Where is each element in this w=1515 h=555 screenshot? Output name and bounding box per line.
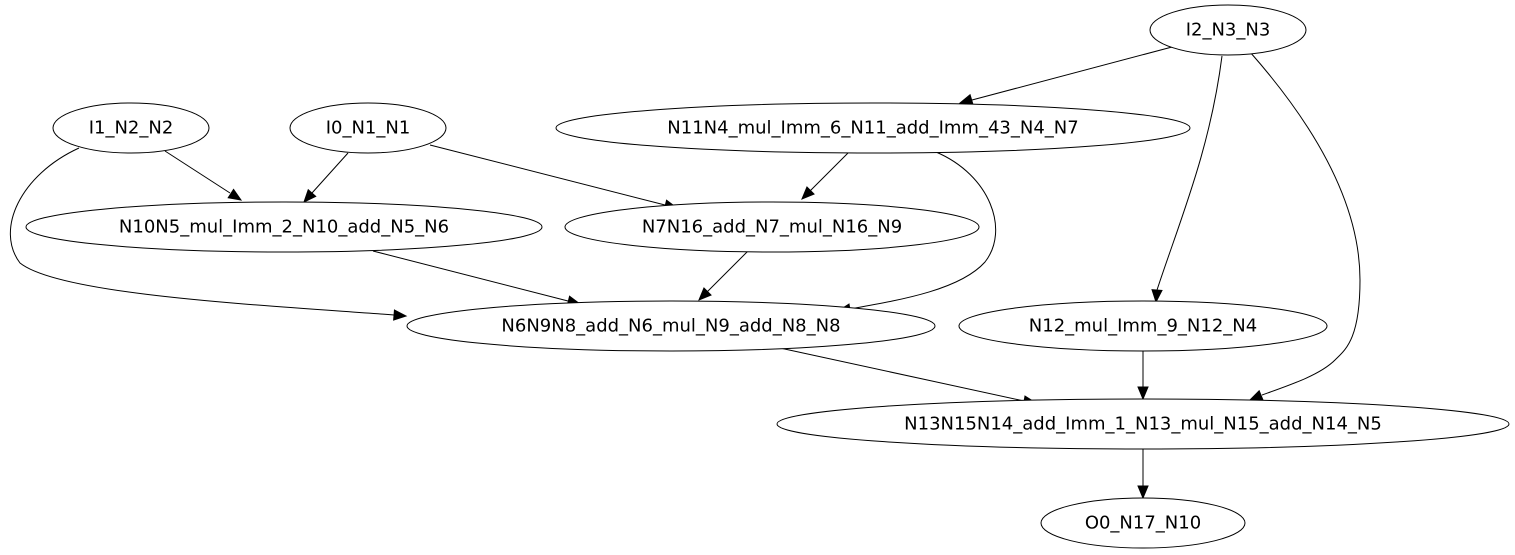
edge-i2-n3-n3-to-n11n4: [958, 46, 1173, 105]
edge-line: [1156, 55, 1223, 291]
node-label: N10N5_mul_Imm_2_N10_add_N5_N6: [119, 217, 449, 238]
edge-line: [164, 150, 231, 194]
node-shape: [289, 102, 447, 154]
node-label: O0_N17_N10: [1085, 513, 1201, 534]
edge-line: [429, 144, 666, 206]
arrowhead-icon: [698, 287, 712, 301]
edge-line: [9, 147, 395, 316]
node-shape: [52, 102, 210, 154]
node-label: N12_mul_Imm_9_N12_N4: [1029, 316, 1257, 337]
edge-i2-n3-n3-to-n12: [1151, 55, 1223, 304]
node-label: N7N16_add_N7_mul_N16_N9: [642, 217, 902, 238]
node-shape: [564, 201, 980, 253]
edge-i1-n2-n2-to-n10n5: [164, 150, 243, 201]
edge-i0-n1-n1-to-n7n16: [429, 144, 679, 211]
arrowhead-icon: [303, 188, 317, 203]
node-n12: N12_mul_Imm_9_N12_N4: [958, 300, 1328, 352]
node-n7n16: N7N16_add_N7_mul_N16_N9: [564, 201, 980, 253]
node-shape: [776, 398, 1510, 450]
node-shape: [958, 300, 1328, 352]
edge-n11n4-to-n7n16: [801, 152, 849, 200]
node-label: I0_N1_N1: [326, 118, 411, 139]
arrowhead-icon: [1137, 485, 1149, 500]
edge-line: [706, 250, 749, 293]
node-label: N13N15N14_add_Imm_1_N13_mul_N15_add_N14_…: [904, 414, 1382, 435]
arrowhead-icon: [1137, 386, 1149, 401]
node-shape: [1149, 4, 1307, 56]
node-label: N11N4_mul_Imm_6_N11_add_Imm_43_N4_N7: [667, 118, 1078, 139]
node-shape: [25, 201, 543, 253]
node-label: I2_N3_N3: [1186, 20, 1271, 41]
node-n11n4: N11N4_mul_Imm_6_N11_add_Imm_43_N4_N7: [555, 102, 1191, 154]
edges-layer: [9, 46, 1361, 500]
node-i2-n3-n3: I2_N3_N3: [1149, 4, 1307, 56]
node-n13n15n14: N13N15N14_add_Imm_1_N13_mul_N15_add_N14_…: [776, 398, 1510, 450]
edge-line: [809, 152, 849, 192]
edge-line: [1249, 51, 1361, 396]
edge-line: [849, 151, 997, 310]
edge-n7n16-to-n6n9n8: [698, 250, 749, 301]
arrowhead-icon: [227, 188, 243, 201]
node-i1-n2-n2: I1_N2_N2: [52, 102, 210, 154]
edge-i1-n2-n2-to-n6n9n8: [9, 147, 408, 321]
node-label: N6N9N8_add_N6_mul_N9_add_N8_N8: [501, 316, 840, 337]
edge-n12-to-n13n15n14: [1137, 351, 1149, 401]
node-shape: [406, 300, 936, 352]
edge-n13n15n14-to-o0-n17-n10: [1137, 449, 1149, 500]
node-label: I1_N2_N2: [89, 118, 174, 139]
node-i0-n1-n1: I0_N1_N1: [289, 102, 447, 154]
arrowhead-icon: [1248, 389, 1264, 401]
node-shape: [1040, 497, 1246, 549]
node-n10n5: N10N5_mul_Imm_2_N10_add_N5_N6: [25, 201, 543, 253]
node-o0-n17-n10: O0_N17_N10: [1040, 497, 1246, 549]
arrowhead-icon: [1151, 289, 1163, 304]
edge-line: [311, 152, 349, 194]
node-shape: [555, 102, 1191, 154]
edge-n6n9n8-to-n13n15n14: [779, 347, 1038, 407]
edge-line: [779, 347, 1025, 402]
edge-i2-n3-n3-to-n13n15n14: [1248, 51, 1361, 401]
arrowhead-icon: [801, 186, 815, 200]
edge-n10n5-to-n6n9n8: [372, 250, 582, 307]
edge-line: [372, 250, 569, 302]
edge-line: [971, 46, 1173, 101]
arrowhead-icon: [958, 93, 974, 105]
arrowhead-icon: [393, 309, 408, 321]
node-n6n9n8: N6N9N8_add_N6_mul_N9_add_N8_N8: [406, 300, 936, 352]
edge-i0-n1-n1-to-n10n5: [303, 152, 349, 203]
